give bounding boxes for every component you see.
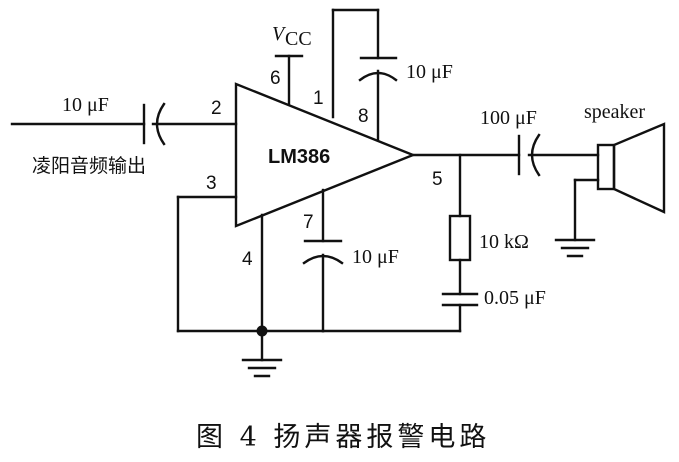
ground-junction-dot (256, 325, 268, 337)
vcc-subscript: CC (285, 28, 312, 50)
speaker-label: speaker (584, 101, 645, 123)
amplifier-triangle (234, 82, 417, 228)
ground-symbol-speaker (554, 238, 596, 258)
ground-symbol-main (241, 358, 283, 378)
zobel-cap-value: 0.05 μF (484, 287, 546, 309)
bypass-cap-value: 10 μF (352, 246, 399, 268)
speaker-magnet (596, 143, 616, 191)
pin-2-label: 2 (211, 98, 222, 119)
input-source-label: 凌阳音频输出 (32, 155, 146, 177)
figure-caption: 图 4 扬声器报警电路 (196, 422, 490, 453)
speaker-cone (612, 122, 666, 214)
resistor-value: 10 kΩ (479, 231, 529, 253)
chip-label: LM386 (268, 146, 330, 168)
pin-4-label: 4 (242, 249, 253, 270)
output-cap-value: 100 μF (480, 107, 537, 129)
resistor-body (448, 214, 472, 262)
pin-8-label: 8 (358, 106, 369, 127)
pin-7-label: 7 (303, 212, 314, 233)
vcc-label: V (272, 23, 287, 45)
pin-1-label: 1 (313, 88, 324, 109)
input-cap-value: 10 μF (62, 94, 109, 116)
gain-cap-value: 10 μF (406, 61, 453, 83)
pin-3-label: 3 (206, 173, 217, 194)
pin-5-label: 5 (432, 169, 443, 190)
pin-6-label: 6 (270, 68, 281, 89)
